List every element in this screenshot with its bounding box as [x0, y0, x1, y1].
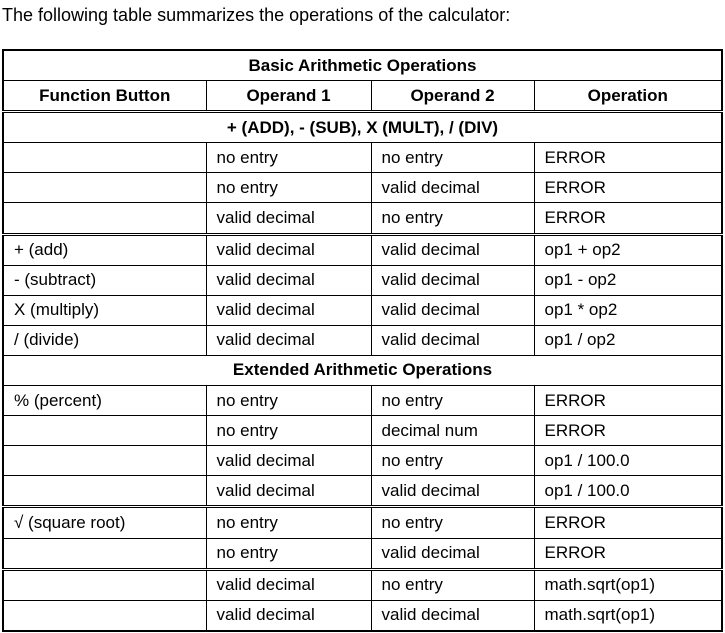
operand-1-cell: valid decimal	[205, 294, 372, 326]
table-header-row: Function Button Operand 1 Operand 2 Oper…	[2, 80, 723, 114]
function-button-cell	[2, 415, 207, 447]
operand-1-cell: no entry	[205, 537, 372, 570]
function-button-cell: X (multiply)	[2, 294, 207, 326]
operand-1-cell: valid decimal	[205, 324, 372, 356]
operand-1-cell: valid decimal	[205, 445, 372, 477]
operation-cell: math.sqrt(op1)	[533, 567, 723, 601]
operand-1-cell: valid decimal	[205, 202, 372, 235]
section-heading: + (ADD), - (SUB), X (MULT), / (DIV)	[2, 111, 723, 144]
operation-cell: ERROR	[533, 142, 723, 174]
operand-1-cell: valid decimal	[205, 264, 372, 296]
operation-cell: op1 / 100.0	[533, 475, 723, 508]
operation-cell: ERROR	[533, 385, 723, 417]
header-operand-2: Operand 2	[370, 80, 535, 114]
operation-cell: math.sqrt(op1)	[533, 599, 723, 632]
function-button-cell	[2, 445, 207, 477]
operand-1-cell: no entry	[205, 172, 372, 204]
table-title: Basic Arithmetic Operations	[2, 49, 723, 82]
operand-1-cell: valid decimal	[205, 567, 372, 601]
operand-2-cell: no entry	[370, 202, 535, 235]
operand-2-cell: no entry	[370, 505, 535, 539]
operand-1-cell: no entry	[205, 505, 372, 539]
operation-cell: op1 * op2	[533, 294, 723, 326]
operation-cell: op1 - op2	[533, 264, 723, 296]
operation-cell: ERROR	[533, 415, 723, 447]
function-button-cell	[2, 599, 207, 632]
operand-2-cell: valid decimal	[370, 599, 535, 632]
function-button-cell: √ (square root)	[2, 505, 207, 539]
operand-1-cell: no entry	[205, 142, 372, 174]
operation-cell: op1 + op2	[533, 232, 723, 266]
function-button-cell	[2, 537, 207, 570]
operand-2-cell: no entry	[370, 385, 535, 417]
operand-2-cell: no entry	[370, 567, 535, 601]
operations-table: Basic Arithmetic Operations Function But…	[2, 49, 723, 632]
operation-cell: ERROR	[533, 537, 723, 570]
function-button-cell	[2, 202, 207, 235]
operand-2-cell: valid decimal	[370, 172, 535, 204]
function-button-cell	[2, 567, 207, 601]
section-heading: Extended Arithmetic Operations	[2, 354, 723, 387]
operand-2-cell: decimal num	[370, 415, 535, 447]
operand-2-cell: valid decimal	[370, 475, 535, 508]
function-button-cell	[2, 142, 207, 174]
operand-2-cell: valid decimal	[370, 294, 535, 326]
operand-1-cell: no entry	[205, 385, 372, 417]
operand-1-cell: no entry	[205, 415, 372, 447]
function-button-cell: % (percent)	[2, 385, 207, 417]
function-button-cell	[2, 475, 207, 508]
table-title-row: Basic Arithmetic Operations	[2, 49, 723, 82]
operation-cell: ERROR	[533, 505, 723, 539]
operand-1-cell: valid decimal	[205, 599, 372, 632]
operation-cell: op1 / op2	[533, 324, 723, 356]
operand-2-cell: valid decimal	[370, 264, 535, 296]
operand-2-cell: valid decimal	[370, 537, 535, 570]
operation-cell: ERROR	[533, 172, 723, 204]
operand-2-cell: no entry	[370, 142, 535, 174]
operand-2-cell: valid decimal	[370, 232, 535, 266]
function-button-cell: + (add)	[2, 232, 207, 266]
operations-table-body: Basic Arithmetic Operations Function But…	[2, 49, 723, 632]
header-operation: Operation	[533, 80, 723, 114]
operand-2-cell: no entry	[370, 445, 535, 477]
intro-text: The following table summarizes the opera…	[2, 5, 511, 25]
function-button-cell: / (divide)	[2, 324, 207, 356]
operand-2-cell: valid decimal	[370, 324, 535, 356]
section-heading-row: + (ADD), - (SUB), X (MULT), / (DIV)	[2, 111, 723, 144]
operand-1-cell: valid decimal	[205, 475, 372, 508]
operation-cell: ERROR	[533, 202, 723, 235]
operand-1-cell: valid decimal	[205, 232, 372, 266]
header-operand-1: Operand 1	[205, 80, 372, 114]
function-button-cell: - (subtract)	[2, 264, 207, 296]
header-function-button: Function Button	[2, 80, 207, 114]
section-heading-row: Extended Arithmetic Operations	[2, 354, 723, 387]
operation-cell: op1 / 100.0	[533, 445, 723, 477]
function-button-cell	[2, 172, 207, 204]
